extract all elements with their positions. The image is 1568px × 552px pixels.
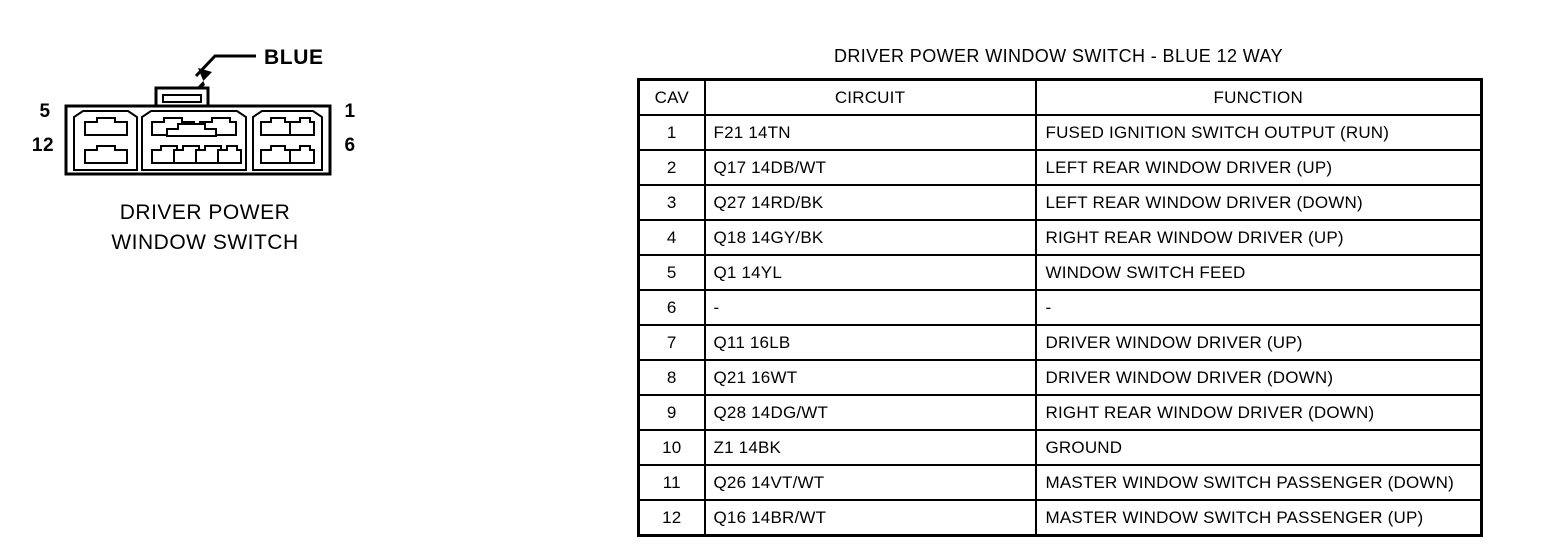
cell-cav: 3	[637, 184, 706, 221]
pin-number-6: 6	[344, 135, 356, 156]
cell-circuit: Z1 14BK	[703, 429, 1037, 466]
cell-circuit: Q27 14RD/BK	[703, 184, 1037, 221]
cell-cav: 5	[637, 254, 706, 291]
cell-function: RIGHT REAR WINDOW DRIVER (UP)	[1034, 219, 1483, 256]
cell-function: LEFT REAR WINDOW DRIVER (UP)	[1034, 149, 1483, 186]
connector-diagram: BLUE	[0, 0, 600, 552]
cell-function: -	[1034, 289, 1483, 326]
blue-callout-label: BLUE	[264, 46, 324, 69]
callout-leader	[182, 54, 256, 103]
pinout-title: DRIVER POWER WINDOW SWITCH - BLUE 12 WAY	[833, 46, 1284, 66]
cell-circuit: Q28 14DG/WT	[703, 394, 1037, 431]
cell-function: RIGHT REAR WINDOW DRIVER (DOWN)	[1034, 394, 1483, 431]
cell-circuit: Q26 14VT/WT	[703, 464, 1037, 501]
connector-caption: DRIVER POWER WINDOW SWITCH	[60, 198, 350, 258]
cell-cav: 10	[637, 429, 706, 466]
cell-function: DRIVER WINDOW DRIVER (UP)	[1034, 324, 1483, 361]
cell-cav: 8	[637, 359, 706, 396]
cell-circuit: Q1 14YL	[703, 254, 1037, 291]
cell-circuit: Q21 16WT	[703, 359, 1037, 396]
pin-number-12: 12	[31, 135, 55, 156]
cell-function: MASTER WINDOW SWITCH PASSENGER (UP)	[1034, 499, 1483, 537]
pin-number-5: 5	[39, 101, 51, 122]
table-header-row: CAV CIRCUIT FUNCTION	[637, 78, 1483, 116]
cell-cav: 6	[637, 289, 706, 326]
cell-function: MASTER WINDOW SWITCH PASSENGER (DOWN)	[1034, 464, 1483, 501]
cell-circuit: Q18 14GY/BK	[703, 219, 1037, 256]
cell-circuit: Q11 16LB	[703, 324, 1037, 361]
cell-cav: 9	[637, 394, 706, 431]
cell-cav: 4	[637, 219, 706, 256]
cell-function: GROUND	[1034, 429, 1483, 466]
cell-cav: 7	[637, 324, 706, 361]
cell-circuit: -	[703, 289, 1037, 326]
table-row: 6--	[637, 289, 1483, 326]
cell-cav: 2	[637, 149, 706, 186]
cell-cav: 1	[637, 114, 706, 151]
cell-function: DRIVER WINDOW DRIVER (DOWN)	[1034, 359, 1483, 396]
pin-number-1: 1	[344, 101, 356, 122]
cavity-group-middle	[141, 110, 247, 171]
cell-cav: 12	[637, 499, 706, 537]
connector-caption-line-2: WINDOW SWITCH	[111, 231, 299, 254]
cell-circuit: Q16 14BR/WT	[703, 499, 1037, 537]
cavity-group-right	[252, 110, 323, 171]
cell-function: LEFT REAR WINDOW DRIVER (DOWN)	[1034, 184, 1483, 221]
cell-function: WINDOW SWITCH FEED	[1034, 254, 1483, 291]
column-header-cav: CAV	[637, 78, 706, 116]
cavity-group-left	[73, 110, 138, 171]
column-header-circuit: CIRCUIT	[703, 78, 1037, 116]
connector-illustration	[64, 54, 332, 176]
cell-circuit: F21 14TN	[703, 114, 1037, 151]
cell-function: FUSED IGNITION SWITCH OUTPUT (RUN)	[1034, 114, 1483, 151]
cell-cav: 11	[637, 464, 706, 501]
pinout-panel: DRIVER POWER WINDOW SWITCH - BLUE 12 WAY…	[637, 46, 1483, 537]
connector-caption-line-1: DRIVER POWER	[119, 201, 291, 224]
cell-circuit: Q17 14DB/WT	[703, 149, 1037, 186]
column-header-function: FUNCTION	[1034, 78, 1483, 116]
